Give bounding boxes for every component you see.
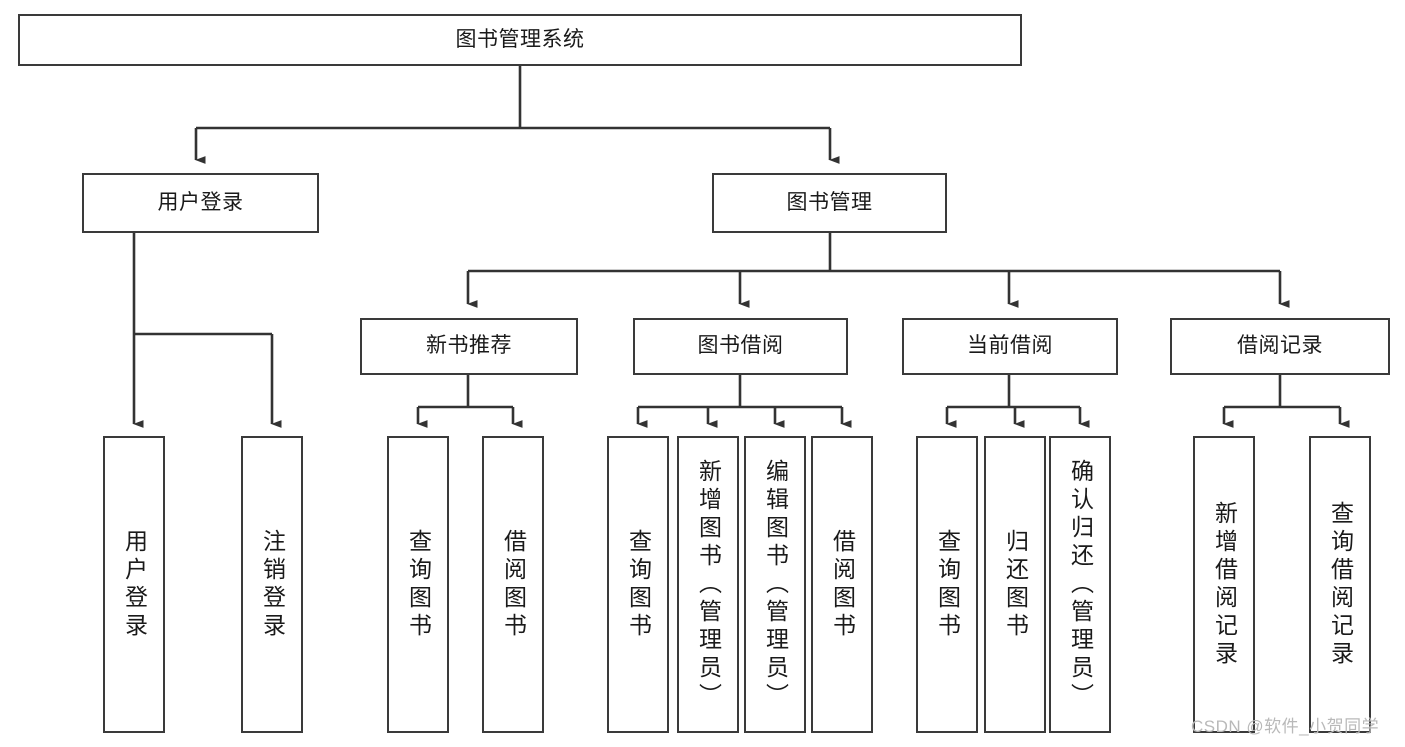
node-label: 确认归还（管理员） bbox=[1067, 458, 1094, 711]
node-label: 图书管理 bbox=[786, 190, 873, 214]
node-label: 用户登录 bbox=[157, 190, 244, 214]
node-label: 查询图书 bbox=[934, 528, 961, 641]
node-book-management[interactable]: 图书管理 bbox=[712, 173, 947, 233]
csdn-watermark: CSDN @软件_小贺同学 bbox=[1191, 717, 1380, 736]
node-label: 新书推荐 bbox=[426, 334, 512, 358]
node-label: 归还图书 bbox=[1002, 528, 1029, 641]
node-new-book-recommendation[interactable]: 新书推荐 bbox=[360, 318, 578, 375]
leaf-confirm-return-admin[interactable]: 确认归还（管理员） bbox=[1049, 436, 1111, 733]
node-current-borrowing[interactable]: 当前借阅 bbox=[902, 318, 1118, 375]
leaf-add-borrow-record[interactable]: 新增借阅记录 bbox=[1193, 436, 1255, 733]
node-label: 新增借阅记录 bbox=[1211, 500, 1238, 669]
node-label: 借阅图书 bbox=[500, 528, 527, 641]
node-user-login[interactable]: 用户登录 bbox=[82, 173, 319, 233]
leaf-add-book-admin[interactable]: 新增图书（管理员） bbox=[677, 436, 739, 733]
node-label: 用户登录 bbox=[121, 528, 148, 641]
leaf-query-books-new-book[interactable]: 查询图书 bbox=[387, 436, 449, 733]
node-label: 图书借阅 bbox=[697, 334, 784, 358]
node-borrowing-records[interactable]: 借阅记录 bbox=[1170, 318, 1390, 375]
node-label: 图书管理系统 bbox=[455, 27, 585, 51]
leaf-edit-book-admin[interactable]: 编辑图书（管理员） bbox=[744, 436, 806, 733]
leaf-return-books[interactable]: 归还图书 bbox=[984, 436, 1046, 733]
node-label: 查询图书 bbox=[625, 528, 652, 641]
node-label: 新增图书（管理员） bbox=[695, 458, 722, 711]
node-label: 注销登录 bbox=[259, 528, 286, 641]
node-label: 借阅图书 bbox=[829, 528, 856, 641]
node-label: 查询借阅记录 bbox=[1327, 500, 1354, 669]
node-label: 借阅记录 bbox=[1237, 334, 1323, 358]
node-label: 编辑图书（管理员） bbox=[762, 458, 789, 711]
leaf-logout-login[interactable]: 注销登录 bbox=[241, 436, 303, 733]
node-root-book-management-system[interactable]: 图书管理系统 bbox=[18, 14, 1022, 66]
leaf-user-login[interactable]: 用户登录 bbox=[103, 436, 165, 733]
node-label: 查询图书 bbox=[405, 528, 432, 641]
leaf-query-books-current[interactable]: 查询图书 bbox=[916, 436, 978, 733]
node-book-borrowing[interactable]: 图书借阅 bbox=[633, 318, 848, 375]
leaf-query-books-borrow[interactable]: 查询图书 bbox=[607, 436, 669, 733]
leaf-borrow-books-new-book[interactable]: 借阅图书 bbox=[482, 436, 544, 733]
node-label: 当前借阅 bbox=[967, 334, 1053, 358]
leaf-borrow-books[interactable]: 借阅图书 bbox=[811, 436, 873, 733]
leaf-query-borrow-record[interactable]: 查询借阅记录 bbox=[1309, 436, 1371, 733]
